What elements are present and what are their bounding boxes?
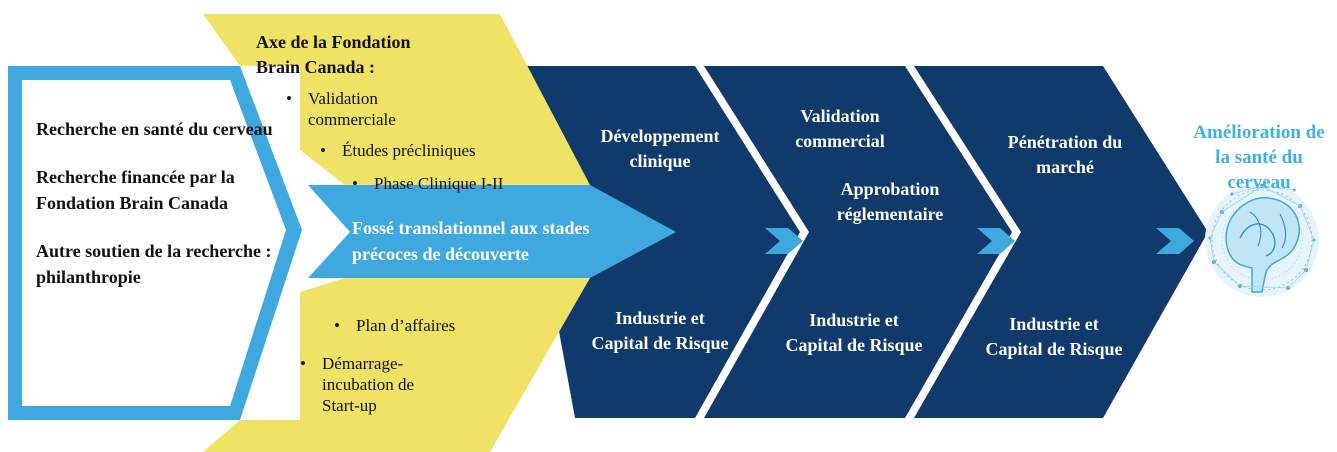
- foundation-focus-bullets: Validation commerciale: [282, 88, 482, 135]
- foundation-focus-title: Axe de la Fondation Brain Canada :: [256, 32, 411, 77]
- chevron-right-icon: [977, 228, 1015, 254]
- stage-1-bottom-label: Industrie et Capital de Risque: [591, 308, 729, 353]
- stage-2-bottom-label: Industrie et Capital de Risque: [785, 310, 923, 355]
- brain-network-icon: [1205, 183, 1319, 297]
- focus-bullet-phase: Phase Clinique I-II: [348, 173, 568, 194]
- stage-3-top-label: Pénétration du marché: [1007, 132, 1123, 177]
- stage-chevron-3: [914, 66, 1208, 418]
- research-sources-list: Recherche en santé du cerveau Recherche …: [36, 116, 286, 312]
- focus-bullet-preclinical: Études précliniques: [316, 140, 536, 161]
- stage-chevron-2: [704, 66, 1012, 418]
- focus-bullet-preclinical-wrap: Études précliniques: [316, 140, 536, 166]
- stage-3-bottom-label: Industrie et Capital de Risque: [985, 314, 1123, 359]
- bottom-bullet-business-plan: Plan d’affaires: [330, 315, 530, 336]
- bottom-bullet-startup: Démarrage-incubation de Start-up: [296, 353, 442, 416]
- stage-2-middle-label: Approbation réglementaire: [836, 179, 944, 224]
- focus-bullet-phase-wrap: Phase Clinique I-II: [348, 173, 568, 199]
- business-plan-wrap: Plan d’affaires: [330, 315, 530, 341]
- gap-arrow: [308, 185, 676, 278]
- startup-wrap: Démarrage-incubation de Start-up: [296, 353, 466, 421]
- research-item-funded: Recherche financée par la Fondation Brai…: [36, 167, 235, 213]
- chevron-right-icon: [765, 228, 803, 254]
- focus-bullet-validation: Validation commerciale: [282, 88, 438, 130]
- gap-label: Fossé translationnel aux stades précoces…: [352, 218, 590, 264]
- research-item-brain-health: Recherche en santé du cerveau: [36, 119, 273, 139]
- research-frame-inner: [22, 80, 286, 406]
- stage-1-top-label: Développement clinique: [600, 126, 720, 171]
- stage-2-top-label: Validation commercial: [795, 106, 885, 151]
- result-label: Amélioration de la santé du cerveau: [1193, 122, 1325, 193]
- chevron-right-icon: [1156, 228, 1194, 254]
- foundation-focus-box: Axe de la Fondation Brain Canada :: [256, 30, 506, 86]
- research-item-philanthropy: Autre soutien de la recherche : philanth…: [36, 241, 272, 287]
